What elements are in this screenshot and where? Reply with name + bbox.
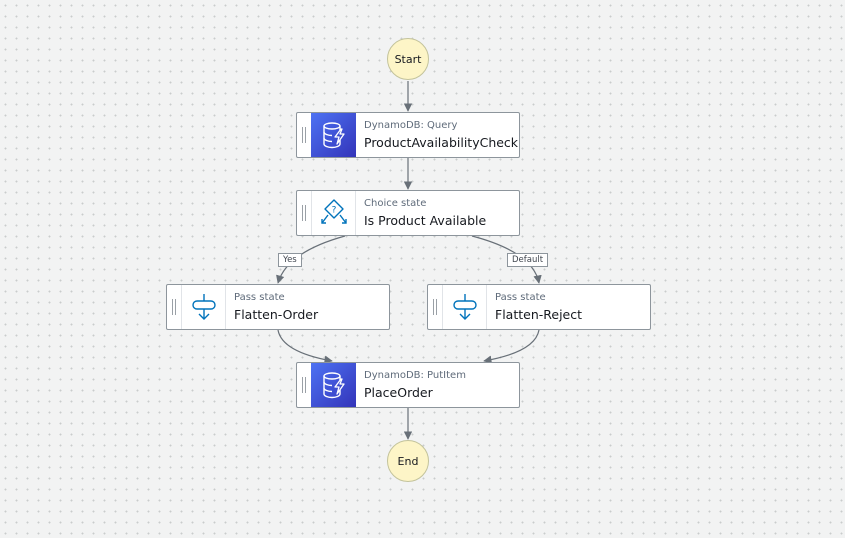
state-type: Pass state [495,291,546,303]
end-label: End [397,454,419,468]
state-flatten-order[interactable]: Pass state Flatten-Order [166,284,390,330]
drag-handle[interactable] [167,285,181,329]
state-type: Choice state [364,197,427,209]
svg-text:?: ? [331,206,336,216]
dynamodb-icon [311,363,356,407]
edge-flatten-order-to-place-order [277,329,333,364]
drag-handle[interactable] [297,363,311,407]
state-is-product-available[interactable]: ? Choice state Is Product Available [296,190,520,236]
drag-handle[interactable] [297,113,311,157]
edge-label-yes[interactable]: Yes [278,253,302,267]
pass-icon [181,285,226,329]
state-type: Pass state [234,291,285,303]
state-type: DynamoDB: PutItem [364,369,466,381]
state-name: PlaceOrder [364,384,433,400]
state-name: Flatten-Reject [495,306,582,322]
state-name: Flatten-Order [234,306,319,322]
state-place-order[interactable]: DynamoDB: PutItem PlaceOrder [296,362,520,408]
drag-handle[interactable] [297,191,311,235]
choice-icon: ? [311,191,356,235]
state-product-availability-check[interactable]: DynamoDB: Query ProductAvailabilityCheck [296,112,520,158]
start-node[interactable]: Start [387,38,429,80]
start-label: Start [394,52,422,66]
state-name: ProductAvailabilityCheck [364,134,519,150]
pass-icon [442,285,487,329]
end-node[interactable]: End [387,440,429,482]
dynamodb-icon [311,113,356,157]
drag-handle[interactable] [428,285,442,329]
state-type: DynamoDB: Query [364,119,458,131]
edge-flatten-reject-to-place-order [483,329,540,364]
state-name: Is Product Available [364,212,487,228]
edge-label-default[interactable]: Default [507,253,549,267]
state-flatten-reject[interactable]: Pass state Flatten-Reject [427,284,651,330]
